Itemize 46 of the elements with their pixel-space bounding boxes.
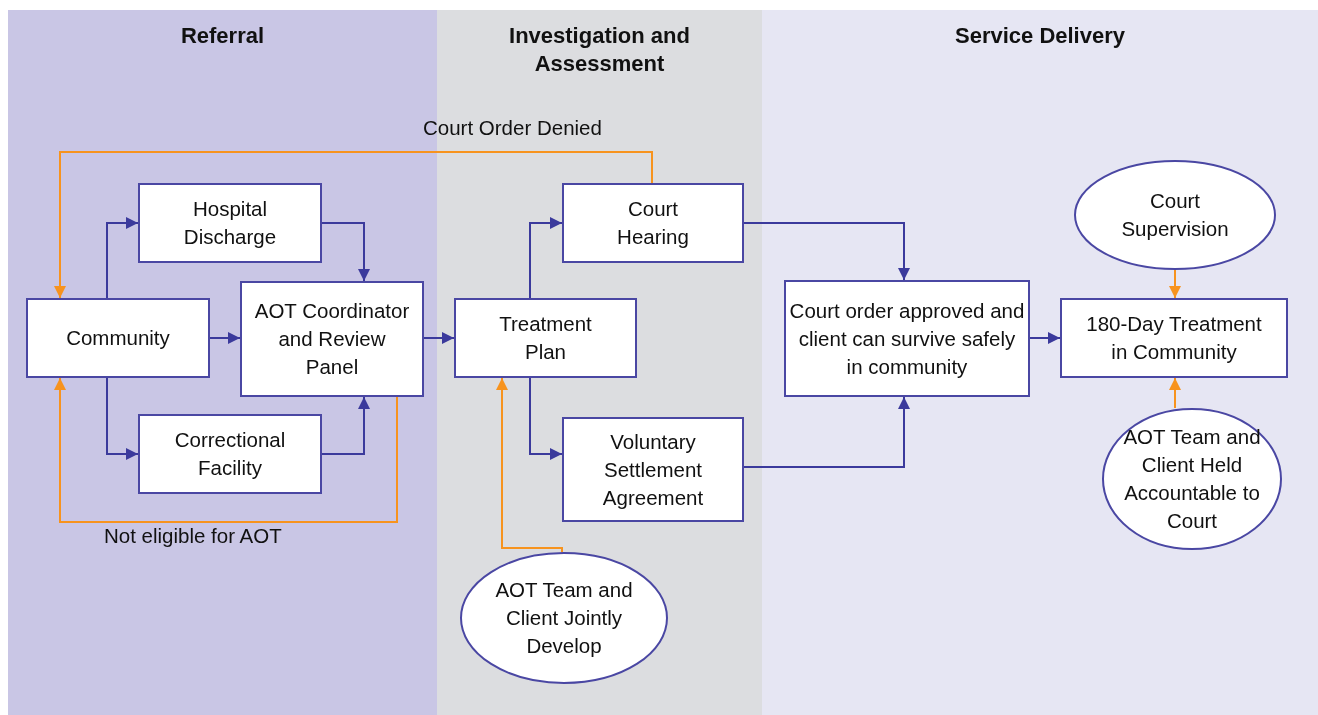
arrow: [529, 217, 563, 299]
box-label: Court Hearing: [616, 196, 690, 250]
arrow: [496, 377, 563, 553]
edge-label: Not eligible for AOT: [104, 524, 282, 548]
process-box: [1060, 298, 1288, 378]
process-box: [240, 281, 424, 397]
lane-heading: Referral: [180, 22, 265, 50]
arrow: [1169, 269, 1181, 299]
arrow: [743, 396, 910, 468]
box-label: Correctional Facility: [173, 427, 287, 481]
arrow: [106, 217, 139, 299]
arrow: [1029, 332, 1061, 344]
box-label: Hospital Discharge: [182, 196, 278, 250]
arrow: [743, 222, 910, 281]
process-box: [562, 183, 744, 263]
arrow: [54, 151, 653, 299]
box-label: Court order approved and client can survive safely in community: [789, 297, 1025, 380]
box-label: Treatment Plan: [498, 311, 593, 365]
process-box: [454, 298, 637, 378]
arrow: [54, 377, 398, 523]
box-label: Voluntary Settlement Agreement: [601, 428, 705, 511]
edge-label: Court Order Denied: [423, 116, 602, 140]
arrow: [209, 332, 241, 344]
arrow: [321, 396, 370, 455]
arrow: [321, 222, 370, 282]
node-label: AOT Team and Client Held Accountable to Court: [1122, 424, 1262, 534]
process-box: [138, 183, 322, 263]
box-label: Community: [66, 325, 170, 351]
lane-heading: Investigation and Assessment: [508, 22, 691, 78]
process-box: [26, 298, 210, 378]
oval-node: [1074, 160, 1276, 270]
swimlane: [762, 10, 1318, 715]
process-box: [784, 280, 1030, 397]
process-box: [562, 417, 744, 522]
arrow: [529, 377, 563, 460]
oval-node: [460, 552, 668, 684]
node-label: Court Supervision: [1120, 188, 1230, 242]
oval-node: [1102, 408, 1282, 550]
process-box: [138, 414, 322, 494]
box-label: AOT Coordinator and Review Panel: [253, 298, 411, 380]
lane-heading: Service Delivery: [955, 22, 1125, 50]
node-label: AOT Team and Client Jointly Develop: [494, 577, 634, 659]
box-label: 180-Day Treatment in Community: [1085, 311, 1263, 365]
arrow: [1169, 377, 1181, 409]
arrow: [106, 377, 139, 460]
arrow: [423, 332, 455, 344]
